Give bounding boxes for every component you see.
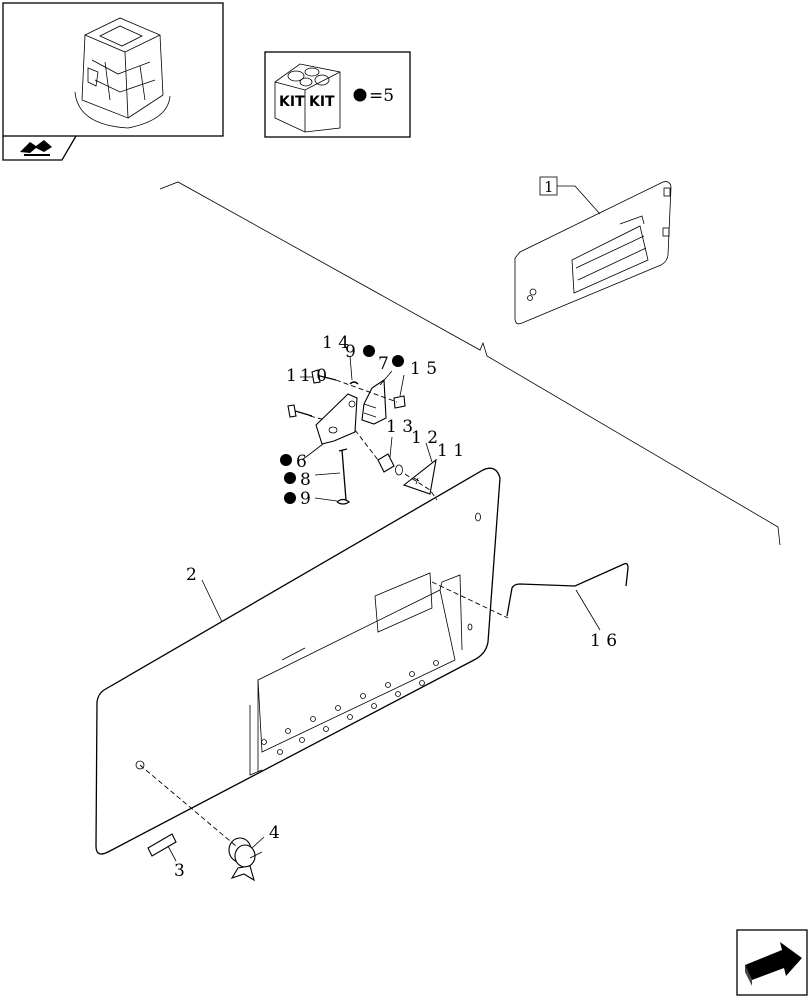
label-part-3: 3 — [174, 861, 185, 881]
navigation-arrow-icon[interactable] — [20, 140, 52, 156]
next-page-arrow-icon — [745, 942, 802, 986]
leader-lines — [167, 355, 601, 862]
kit-bullet-icon — [353, 88, 367, 102]
rubber-seal — [147, 833, 177, 857]
kit-box-icon — [274, 63, 341, 133]
label-part-10: 1 0 — [300, 366, 327, 386]
latch-lock — [228, 837, 263, 882]
kit-marker-icon — [363, 345, 375, 357]
next-page-button[interactable] — [736, 929, 808, 996]
machine-thumbnail[interactable] — [2, 2, 224, 161]
label-part-8: 8 — [300, 470, 311, 490]
label-part-11: 1 1 — [437, 441, 464, 461]
hinge-assembly — [287, 369, 438, 505]
label-part-6: 6 — [296, 452, 307, 472]
label-part-14: 1 4 — [322, 333, 349, 353]
label-part-16: 1 6 — [590, 631, 617, 651]
label-part-7: 7 — [378, 354, 389, 374]
kit-quantity: =5 — [369, 86, 394, 106]
label-part-1-left: 1 — [286, 366, 297, 386]
label-part-2: 2 — [186, 565, 197, 585]
reference-callout: 1 — [544, 178, 554, 196]
label-part-9-top: 9 — [345, 342, 356, 362]
kit-marker-icon — [280, 454, 292, 466]
rod — [431, 562, 629, 619]
cab-thumbnail-icon — [74, 17, 171, 129]
label-part-4: 4 — [269, 823, 280, 843]
label-part-13: 1 3 — [386, 417, 413, 437]
label-part-12: 1 2 — [411, 428, 438, 448]
label-part-15: 1 5 — [410, 359, 437, 379]
kit-label-right: KIT — [309, 94, 335, 110]
kit-box: KIT KIT =5 — [264, 51, 411, 138]
kit-marker-icon — [284, 492, 296, 504]
kit-marker-icon — [284, 472, 296, 484]
window-panel — [95, 467, 501, 855]
reference-window-panel: 1 — [514, 176, 672, 325]
kit-marker-icon — [392, 355, 404, 367]
part-labels: 2 3 4 6 8 9 1 1 0 1 4 9 7 1 5 1 3 1 2 1 … — [174, 333, 617, 881]
kit-label-left: KIT — [279, 94, 305, 110]
label-part-9-bottom: 9 — [300, 489, 311, 509]
